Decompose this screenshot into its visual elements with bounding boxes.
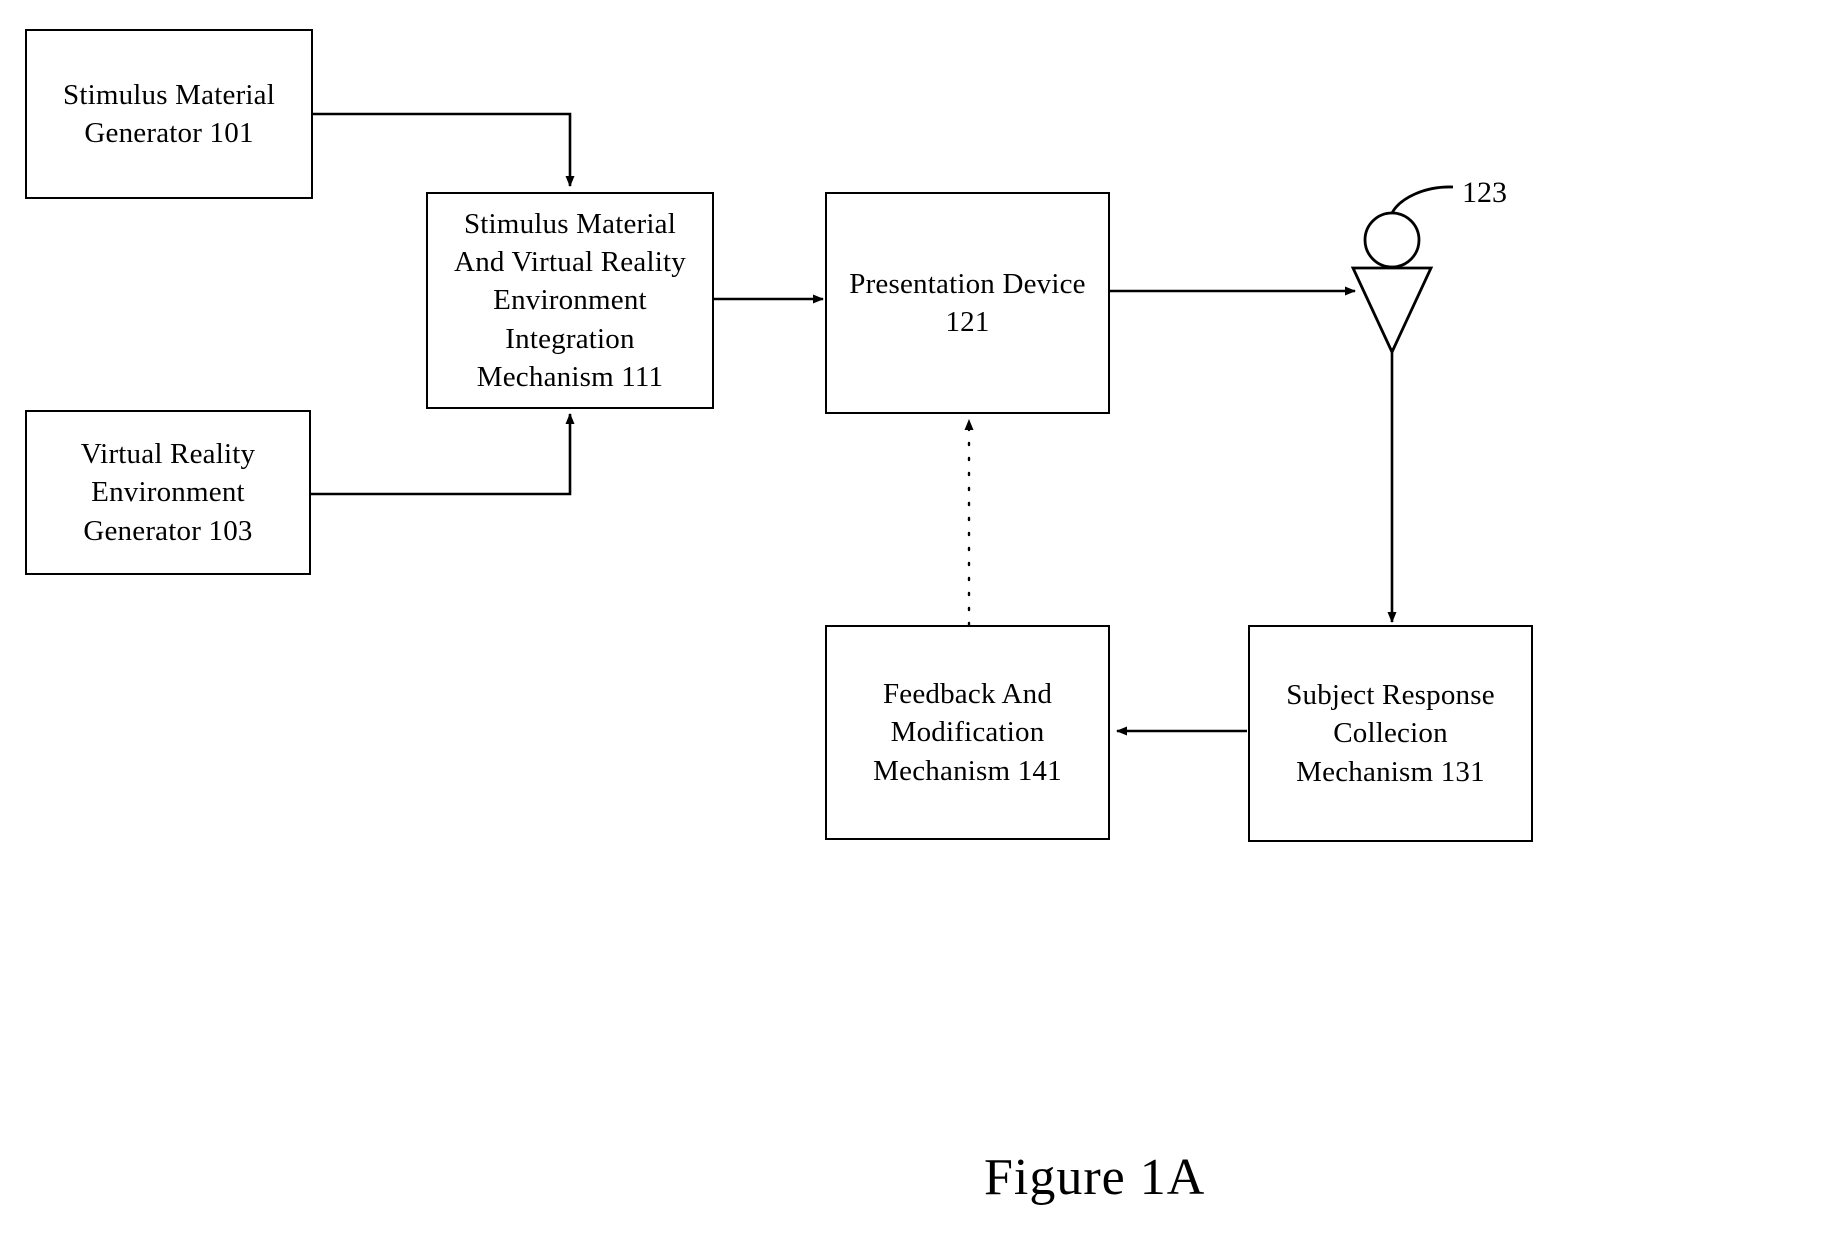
node-label-stimulus-material-generator: Stimulus Material Generator 101 [62,78,276,149]
node-label-feedback-and-modification-mechanism: Feedback And Modification Mechanism 141 [873,678,1062,787]
connector-101-to-111 [312,112,575,187]
subject-reference-label: 123 [1462,176,1507,209]
node-label-virtual-reality-environment-generator: Virtual Reality Environment Generator 10… [80,438,256,547]
node-stimulus-material-generator[interactable]: Stimulus Material Generator 101 [25,29,313,199]
subject-stick-figure-icon [1350,185,1454,356]
node-label-integration-mechanism: Stimulus Material And Virtual Reality En… [454,207,686,393]
node-integration-mechanism[interactable]: Stimulus Material And Virtual Reality En… [426,192,714,409]
node-label-presentation-device: Presentation Device 121 [849,267,1086,338]
node-subject-response-collection-mechanism[interactable]: Subject Response Collecion Mechanism 131 [1248,625,1533,842]
node-virtual-reality-environment-generator[interactable]: Virtual Reality Environment Generator 10… [25,410,311,575]
figure-caption: Figure 1A [984,1149,1206,1206]
node-presentation-device[interactable]: Presentation Device 121 [825,192,1110,414]
node-label-subject-response-collection-mechanism: Subject Response Collecion Mechanism 131 [1286,679,1495,788]
connector-103-to-111 [311,413,575,496]
node-feedback-and-modification-mechanism[interactable]: Feedback And Modification Mechanism 141 [825,625,1110,840]
